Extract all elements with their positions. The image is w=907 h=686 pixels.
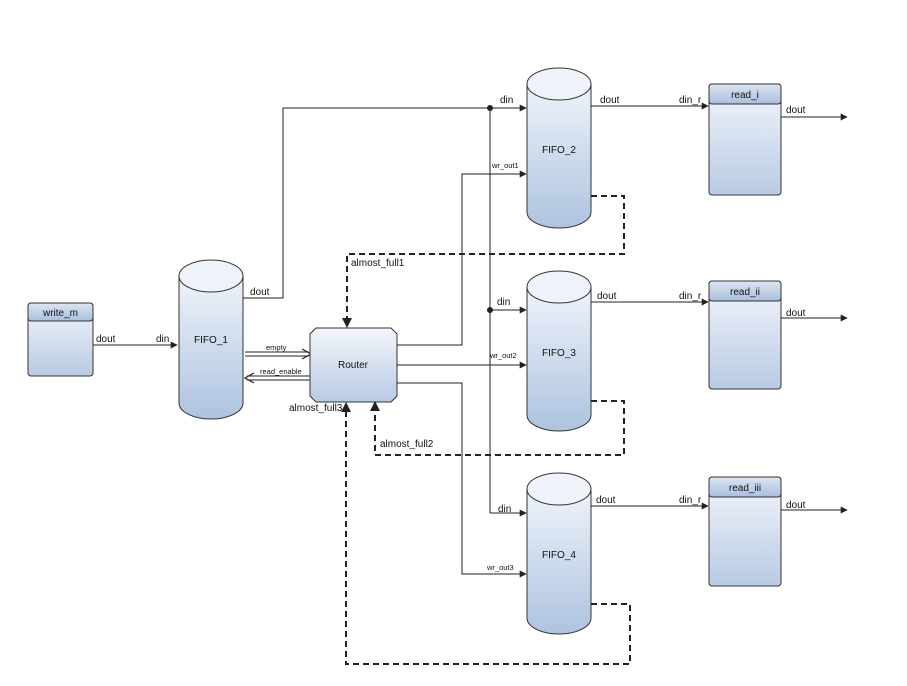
write-m-block[interactable]: write_m [27,302,94,377]
wr-out1-wire [397,170,527,346]
read-ii-din-label: din_r [679,291,702,302]
fifo3-title: FIFO_3 [542,348,576,359]
wr-out3-wire [397,382,527,578]
fifo4-cylinder[interactable]: FIFO_4 [526,472,592,635]
read-enable-label: read_enable [260,367,302,376]
read-iii-dout-label: dout [786,500,806,511]
fifo1-din-label: din [156,334,169,345]
fifo1-title: FIFO_1 [194,335,228,346]
fifo3-dout-label: dout [597,291,617,302]
router-block[interactable]: Router [309,327,398,403]
almost-full3-wire [345,405,631,665]
read-iii-block[interactable]: read_iii [708,476,782,587]
fifo2-cylinder[interactable]: FIFO_2 [526,67,592,229]
fifo4-din-label: din [498,504,511,515]
read-i-dout-label: dout [786,105,806,116]
read-ii-block[interactable]: read_ii [708,280,782,390]
router-title: Router [338,360,369,371]
fifo3-din-label: din [497,297,510,308]
fifo2-dout-label: dout [600,95,620,106]
read-ii-title: read_ii [730,287,760,298]
almost-full3-label: almost_full3 [289,403,343,414]
write-m-dout-label: dout [96,334,116,345]
read-enable-arrowhead [243,372,255,384]
fifo4-title: FIFO_4 [542,550,576,561]
almost-full1-label: almost_full1 [351,258,405,269]
read-ii-dout-label: dout [786,308,806,319]
read-iii-title: read_iii [729,483,761,494]
empty-label: empty [266,343,287,352]
almost-full3-arrowhead [341,402,351,412]
read-i-title: read_i [731,90,759,101]
almost-full1-arrowhead [342,318,352,328]
almost-full2-arrowhead [370,401,380,411]
fifo1-dout-label: dout [250,287,270,298]
wr-out2-label: wr_out2 [489,351,517,360]
fifo1-cylinder[interactable]: FIFO_1 [178,259,244,420]
wr-out1-label: wr_out1 [491,161,519,170]
write-m-title: write_m [42,308,78,319]
fifo4-dout-label: dout [596,495,616,506]
almost-full2-wire [374,400,625,456]
fifo2-din-label: din [500,95,513,106]
fifo2-title: FIFO_2 [542,145,576,156]
almost-full1-wire [346,195,625,326]
almost-full2-label: almost_full2 [380,439,434,450]
wr-out3-label: wr_out3 [486,563,514,572]
read-i-block[interactable]: read_i [708,83,782,196]
fifo3-cylinder[interactable]: FIFO_3 [526,270,592,432]
fifo1-dout-wire [243,107,490,299]
read-i-din-label: din_r [679,95,702,106]
read-iii-din-label: din_r [679,495,702,506]
